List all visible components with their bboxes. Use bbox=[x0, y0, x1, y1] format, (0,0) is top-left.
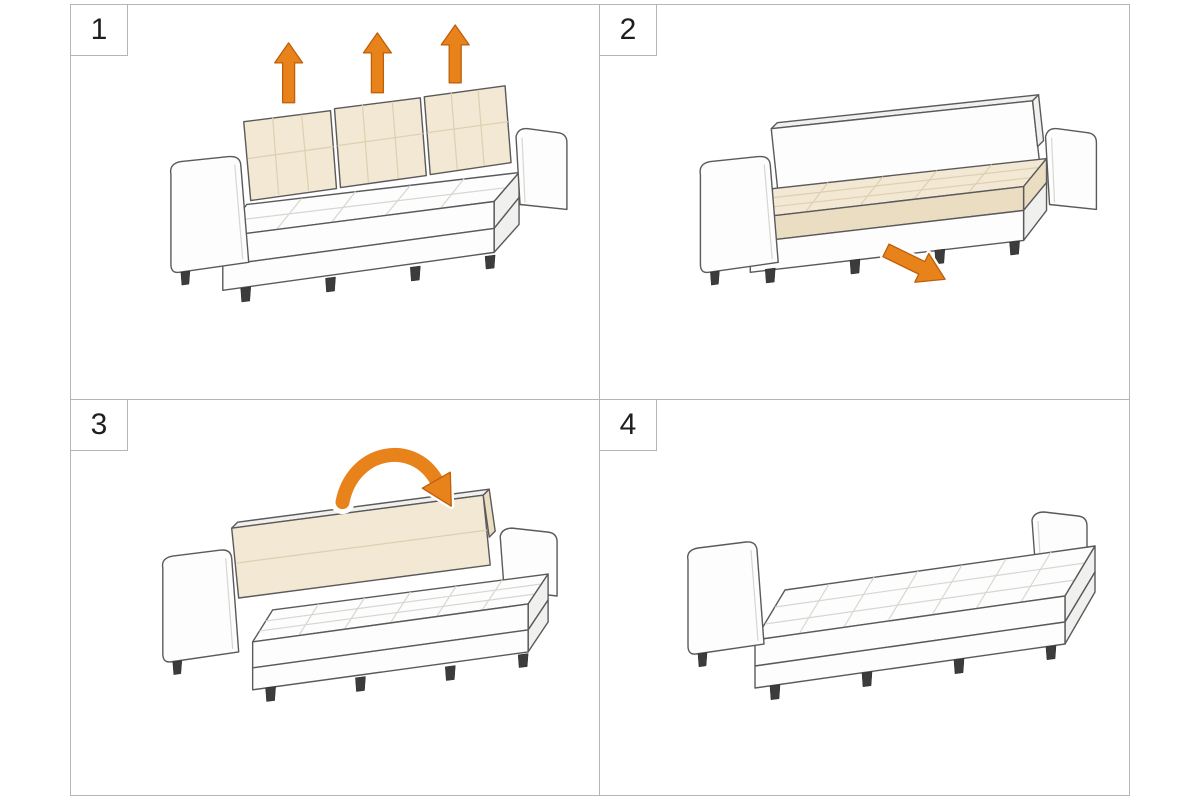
pull-out-arrow bbox=[879, 241, 949, 286]
step3-illustration bbox=[161, 443, 558, 702]
lift-up-arrow-icon bbox=[274, 42, 304, 104]
step-panel-4: 4 bbox=[600, 400, 1129, 795]
pull-out-arrow-icon bbox=[882, 243, 946, 283]
steps-grid: 1 bbox=[70, 4, 1130, 796]
fold-down-arrow bbox=[330, 443, 455, 515]
step-number-badge: 2 bbox=[600, 5, 657, 56]
fold-down-arrow-icon bbox=[421, 471, 452, 507]
step1-illustration bbox=[169, 21, 568, 303]
step-number-badge: 3 bbox=[71, 400, 128, 451]
lift-arrows bbox=[271, 21, 473, 106]
step2-illustration bbox=[699, 94, 1098, 286]
step4-illustration bbox=[687, 511, 1096, 700]
sofa-step-3 bbox=[161, 488, 558, 702]
step-number-badge: 1 bbox=[71, 5, 128, 56]
sofa-step-1 bbox=[169, 85, 568, 303]
sofa-step-2 bbox=[699, 94, 1098, 286]
step-panel-1: 1 bbox=[71, 5, 600, 400]
sofa-step-4 bbox=[687, 511, 1096, 700]
step-number-badge: 4 bbox=[600, 400, 657, 451]
lift-up-arrow-icon bbox=[440, 24, 470, 84]
step-panel-3: 3 bbox=[71, 400, 600, 795]
step-panel-2: 2 bbox=[600, 5, 1129, 400]
lift-up-arrow-icon bbox=[362, 32, 393, 94]
